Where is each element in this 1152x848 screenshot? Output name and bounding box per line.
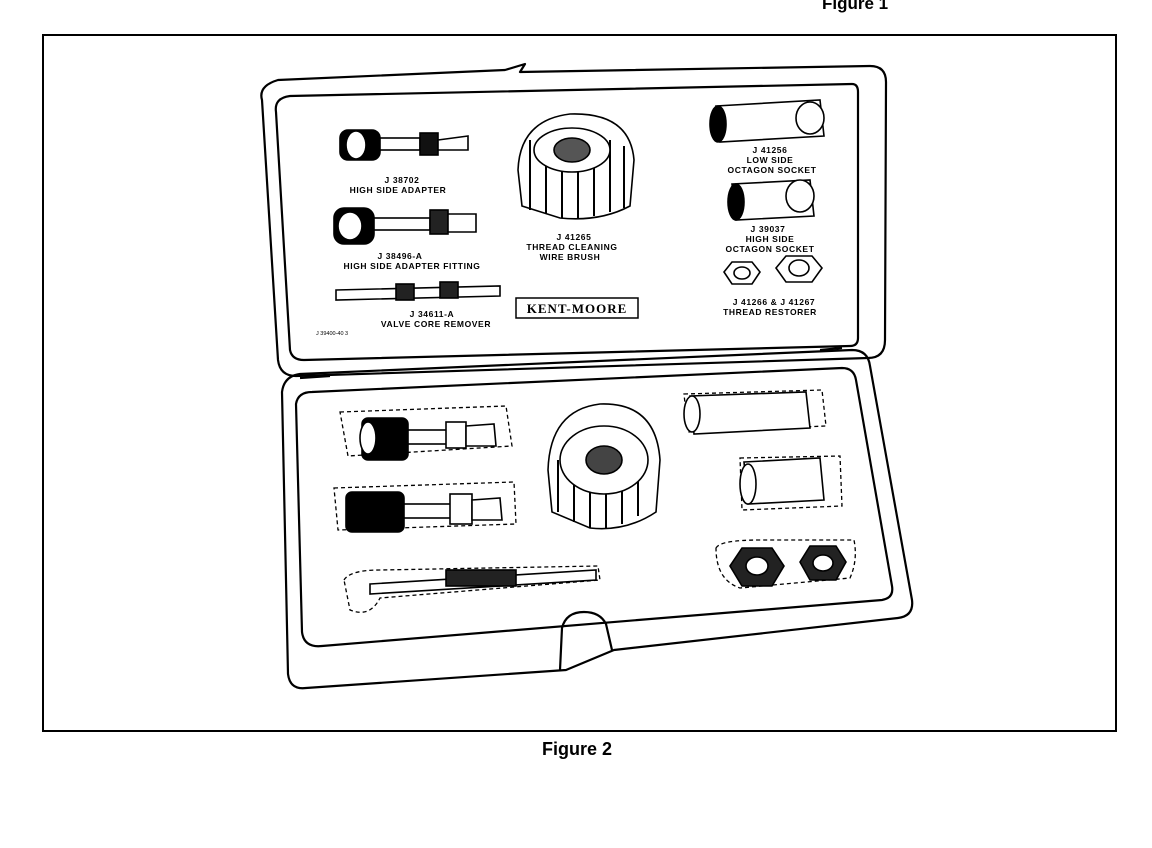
base-high-side-adapter-fitting bbox=[345, 491, 503, 533]
base-high-side-socket bbox=[739, 457, 825, 505]
label-low-side-socket-name-1: LOW SIDE bbox=[747, 155, 794, 165]
lid-high-side-adapter-drawing bbox=[339, 129, 469, 161]
label-thread-restorer-name: THREAD RESTORER bbox=[723, 307, 817, 317]
lid-valve-core-remover-drawing bbox=[335, 281, 501, 301]
label-high-side-socket-name-1: HIGH SIDE bbox=[746, 234, 795, 244]
figure-2-caption: Figure 2 bbox=[542, 739, 613, 759]
label-wire-brush-name-1: THREAD CLEANING bbox=[526, 242, 617, 252]
base-valve-core-remover bbox=[369, 569, 597, 595]
lid-high-side-socket-drawing bbox=[727, 179, 815, 221]
label-thread-restorer-pn: J 41266 & J 41267 bbox=[733, 297, 816, 307]
lid-part-number: J 39400-40 3 bbox=[316, 331, 348, 337]
label-adapter-fitting-name: HIGH SIDE ADAPTER FITTING bbox=[344, 261, 481, 271]
base-wire-brush bbox=[547, 403, 661, 530]
label-high-side-adapter-name: HIGH SIDE ADAPTER bbox=[350, 185, 447, 195]
case-base bbox=[280, 348, 914, 690]
lid-thread-restorer-drawing bbox=[723, 255, 824, 285]
label-adapter-fitting-pn: J 38496-A bbox=[377, 251, 422, 261]
label-wire-brush-name-2: WIRE BRUSH bbox=[540, 252, 601, 262]
figure-1-caption: Figure 1 bbox=[822, 0, 889, 13]
label-valve-core-remover-name: VALVE CORE REMOVER bbox=[381, 319, 491, 329]
label-low-side-socket-pn: J 41256 bbox=[753, 145, 788, 155]
label-high-side-adapter-pn: J 38702 bbox=[385, 175, 420, 185]
label-valve-core-remover-pn: J 34611-A bbox=[410, 309, 455, 319]
brand-logo-text: KENT-MOORE bbox=[527, 301, 628, 316]
lid-low-side-socket-drawing bbox=[709, 99, 825, 143]
case-lid bbox=[260, 62, 888, 378]
label-high-side-socket-pn: J 39037 bbox=[751, 224, 786, 234]
label-wire-brush-pn: J 41265 bbox=[557, 232, 592, 242]
base-thread-restorers bbox=[729, 545, 847, 587]
lid-wire-brush-drawing bbox=[517, 113, 635, 220]
base-low-side-socket bbox=[683, 391, 811, 435]
lid-high-side-adapter-fitting-drawing bbox=[333, 207, 477, 245]
label-high-side-socket-name-2: OCTAGON SOCKET bbox=[726, 244, 815, 254]
base-high-side-adapter bbox=[359, 417, 497, 461]
label-low-side-socket-name-2: OCTAGON SOCKET bbox=[728, 165, 817, 175]
figure-frame bbox=[42, 34, 1117, 732]
